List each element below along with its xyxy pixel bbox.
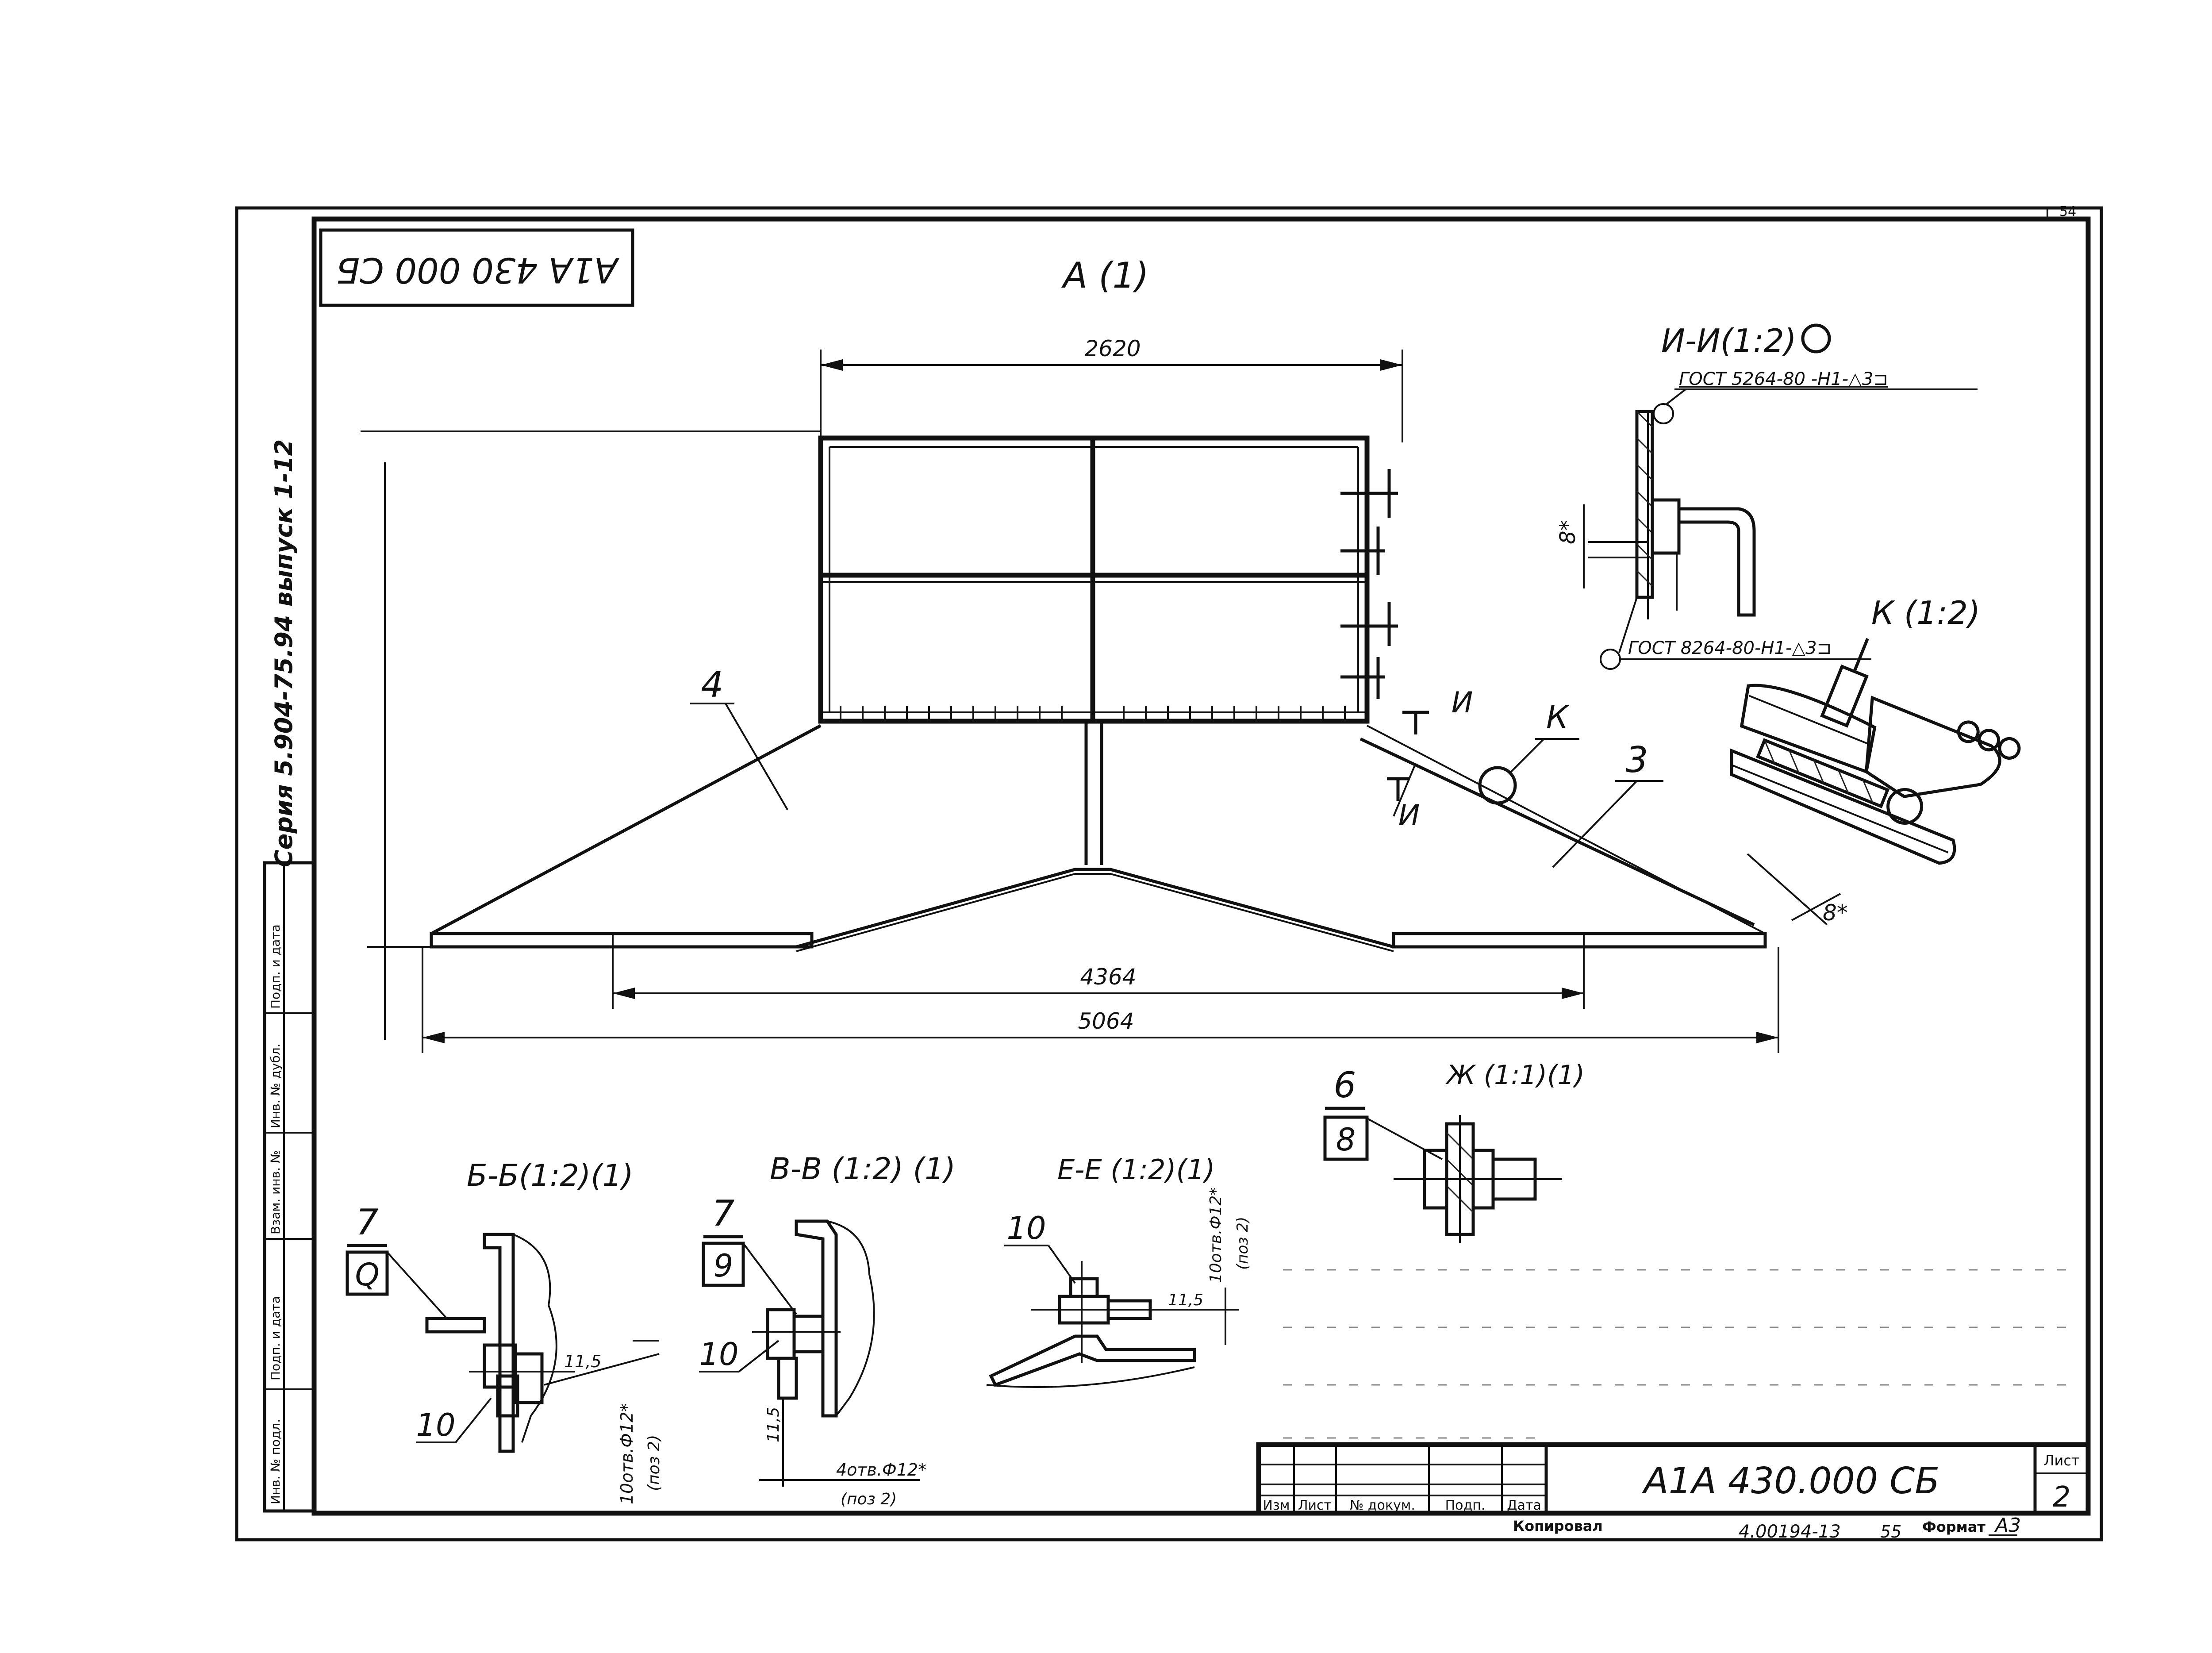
vv-dim: 11,5 bbox=[764, 1407, 783, 1442]
rotated-designation: A1A 430 000 СБ bbox=[336, 250, 620, 290]
ee-callout-10: 10 bbox=[1006, 1210, 1046, 1246]
tb-format-value: А3 bbox=[1994, 1514, 2021, 1537]
bb-callout-10: 10 bbox=[416, 1407, 455, 1443]
dim-5064: 5064 bbox=[422, 947, 1779, 1053]
vv-holes-note: 4отв.Ф12* bbox=[836, 1460, 926, 1480]
section-ii-title: И-И(1:2) bbox=[1661, 322, 1797, 359]
stamp-field-5: Подп. и дата bbox=[268, 924, 283, 1009]
inner-frame bbox=[311, 216, 2091, 1516]
tb-inventory: 4.00194-13 bbox=[1739, 1522, 1841, 1542]
tb-copied: Копировал bbox=[1513, 1518, 1603, 1534]
rotated-designation-box bbox=[319, 228, 634, 307]
tb-page: 55 bbox=[1880, 1522, 1901, 1542]
bb-pos-note: (поз 2) bbox=[645, 1435, 663, 1491]
stamp-field-4: Инв. № дубл. bbox=[268, 1043, 283, 1128]
tb-designation: А1А 430.000 СБ bbox=[1641, 1460, 1939, 1502]
series-text: Серия 5.904-75.94 выпуск 1-12 bbox=[270, 439, 298, 867]
svg-text:К: К bbox=[1546, 699, 1570, 735]
callout-k: К bbox=[1478, 699, 1579, 805]
weld-note-bottom: ГОСТ 8264-80-Н1-△3⊐ bbox=[1628, 638, 1832, 658]
section-vv-drawing: 7 9 10 11,5 4отв.Ф12* (поз 2) bbox=[699, 1193, 926, 1508]
detail-zh-drawing: 6 8 bbox=[1323, 1065, 1562, 1243]
vv-callout-7: 7 bbox=[712, 1193, 735, 1234]
vv-callout-10: 10 bbox=[699, 1336, 738, 1372]
section-ee-drawing: 10 11,5 10отв.Ф12* (поз 2) bbox=[986, 1188, 1252, 1388]
svg-text:4: 4 bbox=[701, 664, 724, 705]
weld-circle-icon bbox=[1801, 323, 1831, 354]
ee-dim: 11,5 bbox=[1168, 1291, 1203, 1309]
detail-zh-title: Ж (1:1)(1) bbox=[1445, 1060, 1585, 1091]
dim-4364: 4364 bbox=[612, 934, 1585, 1009]
svg-text:И: И bbox=[1452, 686, 1473, 719]
dim-2620-value: 2620 bbox=[1084, 336, 1141, 361]
tb-sheet-number: 2 bbox=[2053, 1481, 2071, 1514]
bb-holes-note: 10отв.Ф12* bbox=[617, 1403, 637, 1504]
tb-col-doc: № докум. bbox=[1350, 1498, 1415, 1513]
tb-sheet-label: Лист bbox=[2043, 1452, 2079, 1469]
section-vv-title: В-В (1:2) (1) bbox=[770, 1152, 956, 1187]
ee-pos-note: (поз 2) bbox=[1234, 1217, 1252, 1270]
view-a-title: А (1) bbox=[1061, 255, 1148, 296]
callout-part-3: 3 bbox=[1552, 739, 1663, 868]
tb-format-label: Формат bbox=[1922, 1518, 1985, 1535]
bb-callout-7: 7 bbox=[356, 1202, 379, 1243]
tb-col-izm: Изм bbox=[1263, 1498, 1290, 1513]
section-bb-title: Б-Б(1:2)(1) bbox=[467, 1158, 634, 1193]
stamp-field-3: Взам. инв. № bbox=[268, 1150, 283, 1234]
dim-2620: 2620 bbox=[820, 336, 1403, 442]
section-bb-drawing: 7 Q 11,5 10отв.Ф12* (поз 2) 10 bbox=[346, 1202, 663, 1504]
detail-k-drawing bbox=[1730, 638, 2021, 865]
svg-text:И: И bbox=[1398, 799, 1420, 832]
stamp-field-1: Инв. № подл. bbox=[268, 1419, 283, 1504]
construction-lines bbox=[1283, 1269, 2079, 1439]
detail-k-title: К (1:2) bbox=[1871, 594, 1980, 631]
bb-dim: 11,5 bbox=[564, 1352, 602, 1371]
section-ii-drawing: ГОСТ 5264-80 -Н1-△3⊐ ГОСТ 8264-80-Н1-△3⊐… bbox=[1555, 369, 1978, 670]
tb-col-podp: Подп. bbox=[1445, 1498, 1486, 1513]
side-stamp: Инв. № подл. Подп. и дата Взам. инв. № И… bbox=[263, 861, 316, 1513]
gap-k-value: 8* bbox=[1823, 900, 1848, 926]
zh-callout-6: 6 bbox=[1334, 1065, 1356, 1106]
dim-4364-value: 4364 bbox=[1080, 964, 1136, 990]
title-block: Изм Лист № докум. Подп. Дата А1А 430.000… bbox=[1256, 1442, 2091, 1516]
vv-pos-note: (поз 2) bbox=[841, 1490, 897, 1508]
vv-callout-box: 9 bbox=[714, 1248, 733, 1284]
zh-callout-8: 8 bbox=[1336, 1122, 1356, 1158]
main-view bbox=[361, 431, 1767, 1040]
tb-col-list: Лист bbox=[1298, 1498, 1332, 1513]
svg-text:3: 3 bbox=[1626, 739, 1648, 780]
gap-ii-value: 8* bbox=[1555, 520, 1580, 544]
section-mark-i: И И bbox=[1387, 686, 1473, 832]
stamp-field-2: Подп. и дата bbox=[268, 1296, 283, 1380]
bb-callout-box: Q bbox=[355, 1257, 379, 1293]
tb-col-date: Дата bbox=[1507, 1498, 1541, 1513]
callout-part-4: 4 bbox=[690, 664, 788, 811]
weld-note-top: ГОСТ 5264-80 -Н1-△3⊐ bbox=[1679, 369, 1888, 389]
sheet-corner-number: 54 bbox=[2059, 204, 2076, 219]
outer-frame bbox=[235, 206, 2103, 1542]
ee-holes-note: 10отв.Ф12* bbox=[1207, 1188, 1225, 1283]
dim-5064-value: 5064 bbox=[1078, 1008, 1134, 1034]
gap-k-dim: 8* bbox=[1747, 853, 1848, 926]
section-ee-title: Е-Е (1:2)(1) bbox=[1057, 1153, 1215, 1186]
